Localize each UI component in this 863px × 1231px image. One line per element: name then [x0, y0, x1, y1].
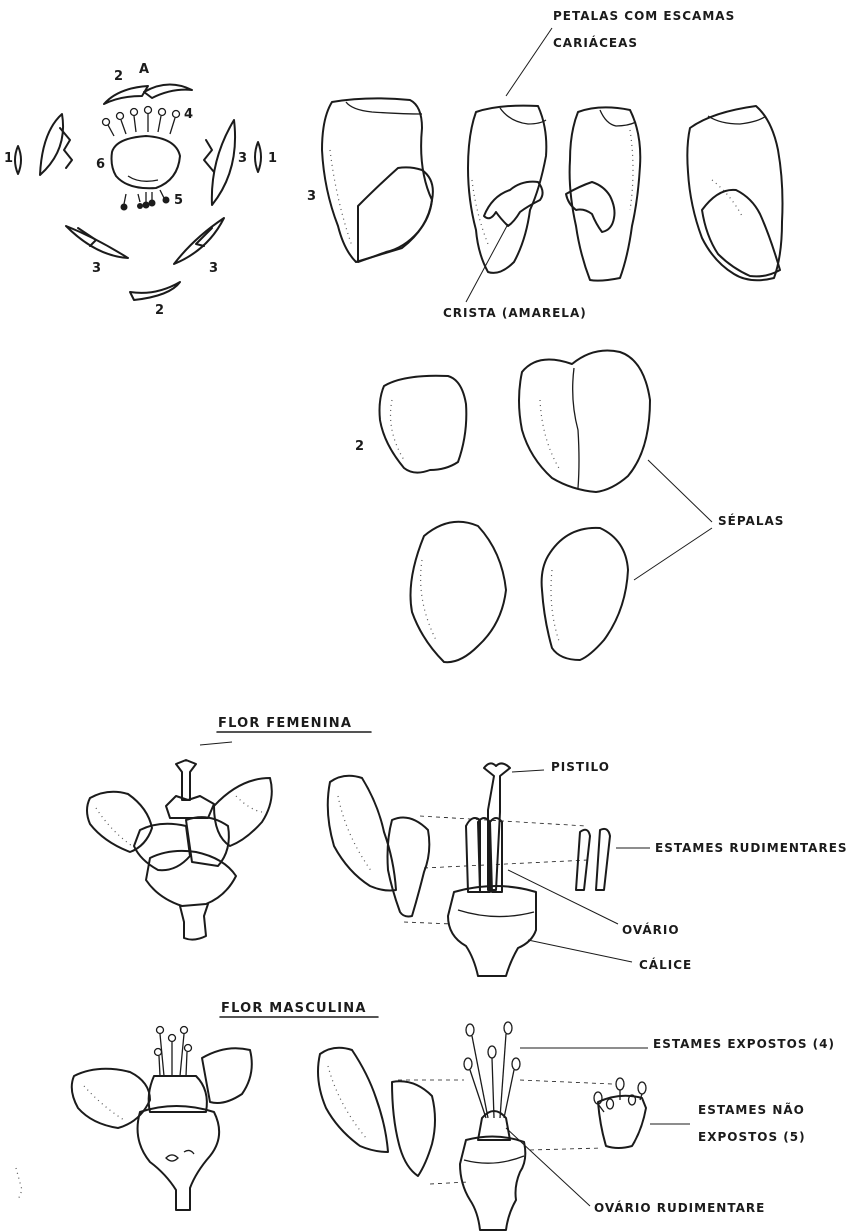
petals-label-line2: CARIÁCEAS — [553, 35, 638, 50]
male-dashed-guide-2 — [520, 1080, 612, 1084]
petals-leader-line — [506, 28, 552, 96]
rudimentary-stamen-1 — [576, 830, 590, 890]
whorl-number-5: 5 — [174, 193, 183, 208]
petal-4-scale — [702, 190, 780, 277]
male-petal-dissected — [318, 1048, 388, 1152]
male-flower-whole — [72, 1027, 252, 1211]
female-flower-stroke-mark — [200, 742, 232, 745]
central-disc — [112, 136, 181, 188]
stamens-whorl-5 — [121, 190, 170, 211]
ovary-label: OVÁRIO — [622, 922, 680, 937]
sepal-3 — [411, 522, 507, 662]
sepal-section-left — [15, 146, 21, 174]
petal-crest-right — [204, 140, 214, 172]
female-flower-group: FLOR FEMENINA — [87, 716, 848, 976]
calyx-leader — [528, 940, 632, 962]
petal-1-stipple — [330, 150, 352, 246]
sepals-leader-upper — [648, 460, 712, 522]
rudimentary-ovary-leader — [506, 1128, 590, 1206]
petal-1-scale — [358, 167, 433, 262]
calyx-drawing — [448, 886, 536, 976]
whorl-number-4: 4 — [184, 107, 193, 122]
petal-3-stipple — [630, 130, 633, 210]
male-flower-group: FLOR MASCULINA — [72, 1001, 835, 1230]
petal-4-edge — [708, 116, 766, 124]
exposed-stamens-label: ESTAMES EXPOSTOS (4) — [653, 1037, 835, 1051]
petal-4-stipple — [712, 180, 742, 216]
sepal-2-midline — [573, 368, 579, 488]
scan-speck — [16, 1168, 22, 1200]
unexposed-stamens-drawing — [594, 1078, 646, 1148]
sepal-2-stipple — [540, 400, 560, 470]
petal-4 — [687, 106, 782, 280]
male-flower-title: FLOR MASCULINA — [221, 1001, 367, 1016]
rudimentary-stamens-label: ESTAMES RUDIMENTARES — [655, 841, 848, 855]
whorl-number-1-right: 1 — [268, 151, 277, 166]
central-disc-rim — [128, 176, 158, 181]
pistil-label: PISTILO — [551, 760, 610, 774]
sepal-4 — [542, 528, 628, 660]
sepals-label: SÉPALAS — [718, 513, 784, 528]
male-petal-stipple — [328, 1066, 366, 1138]
whorl-number-1-left: 1 — [4, 151, 13, 166]
whorl-number-3-bottom-left: 3 — [92, 261, 101, 276]
sepal-3-stipple — [421, 560, 436, 640]
petals-group: PETALAS COM ESCAMAS CARIÁCEAS 3 CRISTA (… — [307, 9, 783, 320]
crest-label: CRISTA (AMARELA) — [443, 306, 587, 320]
female-dashed-guide-2 — [424, 860, 588, 868]
sepals-number: 2 — [355, 439, 364, 454]
floral-diagram: A 2 1 1 3 6 4 5 3 3 2 — [4, 62, 277, 318]
sepals-leader-lower — [634, 528, 712, 580]
sepals-group: 2 SÉPALAS — [355, 351, 784, 663]
sepal-arc-top-left — [104, 86, 148, 104]
petal-2 — [468, 106, 546, 273]
sepal-arc-top-right — [144, 84, 192, 98]
female-dashed-guide-3 — [404, 922, 452, 924]
petal-section-right — [212, 120, 235, 205]
petal-section-left — [40, 114, 63, 175]
petal-3 — [570, 107, 641, 280]
petal-1 — [322, 98, 432, 262]
petal-section-bottom-left — [66, 226, 128, 258]
petal-3-crest — [566, 182, 615, 232]
female-petal-dissected — [328, 776, 396, 891]
rudimentary-stamen-2 — [596, 829, 610, 890]
petals-number: 3 — [307, 189, 316, 204]
crest-leader-line — [466, 224, 508, 302]
unexposed-stamens-label-line1: ESTAMES NÃO — [698, 1102, 805, 1117]
stamens-whorl-4 — [103, 107, 180, 137]
male-calyx-drawing — [460, 1136, 525, 1230]
female-flower-title: FLOR FEMENINA — [218, 716, 352, 731]
pistil-leader — [512, 770, 544, 772]
rudimentary-ovary-label: OVÁRIO RUDIMENTARE — [594, 1200, 765, 1215]
petal-2-crest — [484, 182, 543, 226]
petals-label-line1: PETALAS COM ESCAMAS — [553, 9, 735, 23]
male-calyx-rim — [464, 1156, 524, 1163]
calyx-rim — [458, 910, 534, 917]
male-dashed-guide-3 — [530, 1148, 602, 1150]
calyx-label: CÁLICE — [639, 957, 692, 972]
whorl-number-2-top: 2 — [114, 69, 123, 84]
floral-diagram-letter: A — [139, 62, 149, 77]
whorl-number-2-bottom: 2 — [155, 303, 164, 318]
whorl-number-3-bottom-right: 3 — [209, 261, 218, 276]
petal-1-edge — [346, 102, 422, 114]
exposed-stamens-drawing — [464, 1022, 520, 1118]
whorl-number-3-right: 3 — [238, 151, 247, 166]
sepal-section-right — [255, 142, 261, 172]
unexposed-stamens-label-line2: EXPOSTOS (5) — [698, 1130, 806, 1144]
female-flower-whole — [87, 760, 272, 940]
whorl-number-6: 6 — [96, 157, 105, 172]
pistil-drawing — [484, 763, 510, 890]
sepal-4-stipple — [551, 570, 560, 644]
sepal-2 — [519, 351, 650, 493]
male-scale-dissected — [392, 1081, 435, 1176]
sepal-1 — [380, 376, 467, 473]
ovary-leader — [508, 870, 618, 924]
sepal-arc-bottom — [130, 282, 180, 300]
